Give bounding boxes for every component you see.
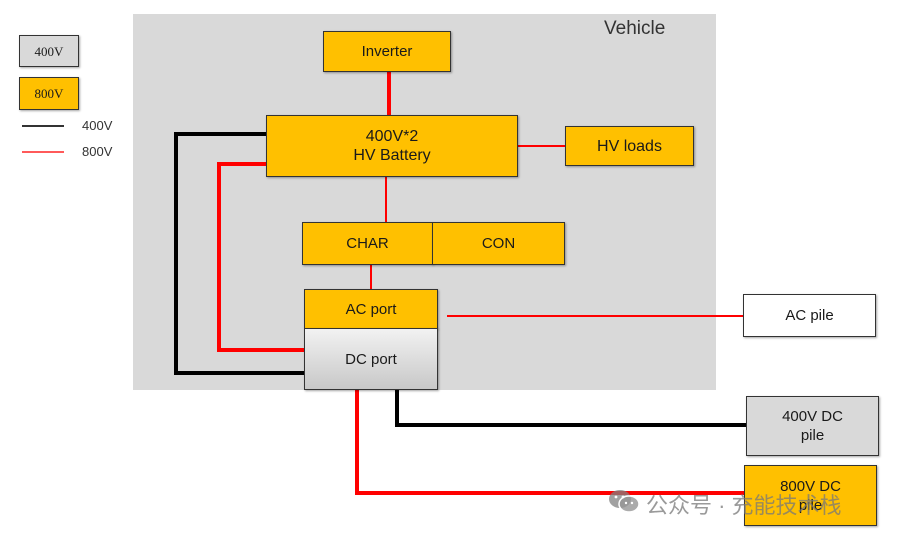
legend-line-400v [22, 125, 64, 127]
legend-box-800v-label: 800V [34, 86, 64, 101]
legend-line-800v-label: 800V [82, 144, 113, 159]
con-label: CON [481, 235, 516, 252]
hv-battery-label-line2: HV Battery [353, 147, 431, 164]
legend-box-800v: 800V [19, 77, 79, 110]
char-label: CHAR [346, 235, 389, 252]
ac-pile-label: AC pile [785, 307, 834, 324]
inverter-block: Inverter [323, 31, 451, 72]
inverter-label: Inverter [361, 43, 413, 60]
legend-line-400v-label: 400V [82, 118, 113, 133]
dc400-pile-label-line2: pile [800, 427, 825, 444]
watermark-text: 公众号 · 充能技术栈 [646, 493, 842, 518]
hv-battery-label-line1: 400V*2 [365, 128, 419, 145]
wire-dcport-400vpile [395, 389, 746, 427]
dc800-pile-block: 800V DC pile [744, 465, 877, 526]
dc800-pile-label-line2: pile [798, 496, 823, 514]
dc400-pile-label-line1: 400V DC [782, 408, 843, 425]
hv-loads-label: HV loads [597, 137, 662, 155]
dc400-pile-block: 400V DC pile [746, 396, 879, 456]
wechat-icon [608, 488, 640, 520]
dc-port-label: DC port [345, 350, 397, 368]
legend-box-400v: 400V [19, 35, 79, 67]
con-block: CON [432, 222, 565, 265]
legend-line-800v [22, 151, 64, 153]
wire-battery-dcport-800v [217, 162, 305, 352]
vehicle-title: Vehicle [604, 18, 666, 39]
ac-port-label: AC port [345, 300, 397, 318]
dc-port-block: DC port [304, 328, 438, 390]
watermark: 公众号 · 充能技术栈 [608, 488, 842, 520]
ac-pile-block: AC pile [743, 294, 876, 337]
dc800-pile-label-line1: 800V DC [780, 477, 841, 495]
hv-loads-block: HV loads [565, 126, 694, 166]
wire-battery-dcport-400v [174, 132, 305, 375]
hv-battery-block: 400V*2 HV Battery [266, 115, 518, 177]
legend-box-400v-label: 400V [34, 43, 64, 59]
ac-port-block: AC port [304, 289, 438, 329]
wire-dcport-800vpile [355, 389, 745, 495]
char-block: CHAR [302, 222, 433, 265]
